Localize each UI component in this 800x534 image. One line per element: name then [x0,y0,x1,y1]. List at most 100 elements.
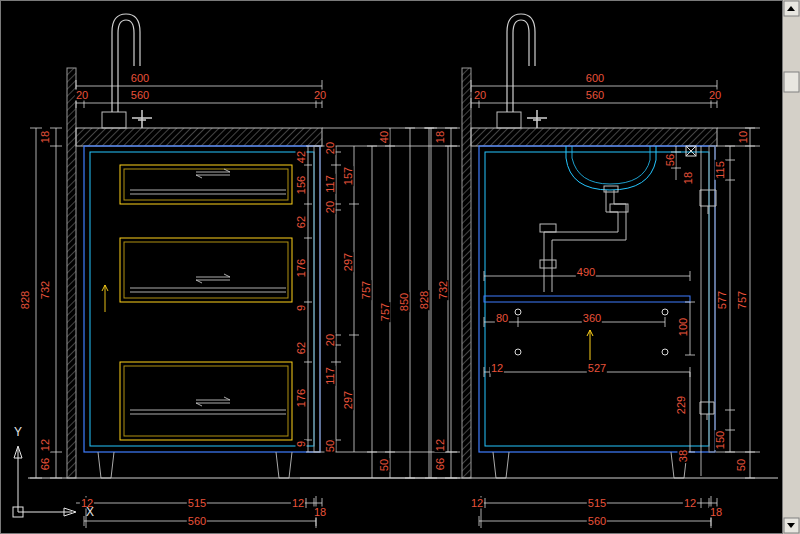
shelf-and-fittings-part [484,296,690,302]
shelf-and-fittings-part [515,309,521,315]
dimension-value: 115 [715,160,726,180]
right-dimension-lines-part [701,146,702,476]
dimension-value: 600 [585,73,605,84]
dimension-value: 600 [130,73,150,84]
sink-part [572,146,650,184]
dimension-value: 12 [683,498,697,509]
drawers-part [120,165,292,204]
dimension-value: 828 [20,290,31,310]
dimension-value: 757 [380,302,391,322]
dimension-value: 12 [435,438,446,452]
dimension-value: 66 [435,457,446,471]
sink-part [544,190,626,292]
dimension-value: 176 [296,388,307,408]
dimension-value: 12 [490,363,504,374]
dimension-value: 42 [296,150,307,164]
ucs-icon [13,446,76,517]
shelf-and-fittings-part [515,349,521,355]
dimension-value: 156 [296,175,307,195]
dimension-value: 50 [736,458,747,472]
window-chrome-part [787,523,795,528]
dimension-value: 20 [325,141,336,155]
sink-part [540,260,556,268]
shelf-and-fittings-part [662,349,668,355]
dimension-value: 490 [576,267,596,278]
dimension-value: 50 [325,439,336,453]
dimension-value: 80 [495,313,509,324]
window-chrome-part [784,72,799,92]
dimension-value: 18 [313,507,327,518]
dimension-value: 157 [343,166,354,186]
dimension-value: 360 [582,313,602,324]
sink-part [540,224,556,232]
dimension-value: 38 [678,449,689,463]
dimension-value: 9 [296,304,307,312]
ucs-icon-part [14,446,22,512]
dimension-value: 527 [587,363,607,374]
dimension-value: 176 [296,258,307,278]
dimension-value: 20 [473,90,487,101]
shelf-and-fittings-part [662,309,668,315]
dimension-value: 18 [435,130,446,144]
window-chrome-part [1,1,783,534]
drawers-part [102,285,108,312]
window-chrome-part [784,518,799,533]
dimension-value: 229 [676,395,687,415]
ucs-icon-part [18,508,76,516]
dimension-value: 20 [313,90,327,101]
dimension-value: 12 [291,498,305,509]
dimension-value: 560 [187,516,207,527]
dimension-value: 757 [737,290,748,310]
drawers-part [124,366,288,436]
dimension-value: 62 [296,341,307,355]
shelf-and-fittings-part [686,146,696,156]
sink-part [566,146,656,190]
shelf-and-fittings-part [686,146,696,156]
dimension-value: 515 [587,498,607,509]
dimension-value: 150 [715,430,726,450]
dimension-value: 577 [717,290,728,310]
dimension-value: 732 [40,280,51,300]
dimension-value: 56 [665,153,676,167]
shelf-and-fittings-part [587,330,593,360]
shelf-and-fittings-part [700,402,714,420]
drawers [102,165,292,440]
dimension-value: 20 [325,333,336,347]
dimension-value: 12 [470,498,484,509]
drawers-part [196,397,230,406]
dimension-value: 297 [343,390,354,410]
dimension-value: 62 [296,215,307,229]
drawers-part [124,242,288,298]
dimension-value: 10 [738,130,749,144]
dimension-value: 40 [379,130,390,144]
axis-letter: X [85,506,95,518]
cabinet-elevations-part [425,14,717,528]
dimension-value: 20 [75,90,89,101]
dimension-value: 9 [296,440,307,448]
drawers-part [196,169,230,178]
shelf-and-fittings [484,146,716,420]
dimension-value: 100 [678,317,689,337]
dimension-value: 560 [587,516,607,527]
sink-part [604,186,618,192]
dimension-value: 66 [40,457,51,471]
right-dimension-lines-part [484,317,665,327]
axis-letter: Y [13,426,23,438]
right-dimension-lines [484,128,760,478]
window-chrome-part [787,6,795,11]
shelf-and-fittings-part [700,190,716,214]
dimension-value: 18 [709,507,723,518]
dimension-value: 297 [343,252,354,272]
dimension-value: 828 [419,290,430,310]
dimension-value: 12 [40,438,51,452]
drawers-part [120,362,292,440]
dimension-value: 850 [399,292,410,312]
left-dimension-lines [300,128,460,478]
sink-part [610,204,628,212]
dimension-value: 18 [683,171,694,185]
cabinet-elevations-part [30,14,322,528]
window-chrome-part [783,0,800,534]
sink [540,146,656,292]
